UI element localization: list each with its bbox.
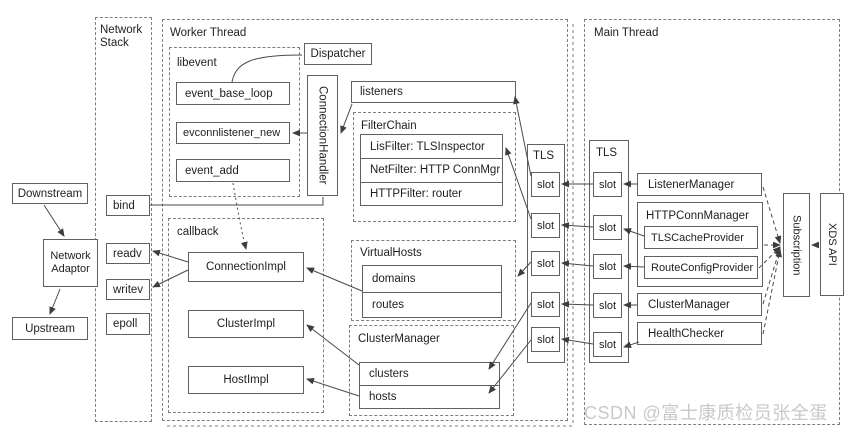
main-tls-slot-1: slot: [593, 172, 622, 197]
callback-title: callback: [177, 226, 219, 238]
lisfilter-row: LisFilter: TLSInspector: [370, 140, 485, 153]
http-conn-manager-title: HTTPConnManager: [646, 210, 749, 222]
tls-cache-provider-node: TLSCacheProvider: [644, 226, 758, 249]
worker-thread-title: Worker Thread: [170, 27, 247, 39]
clusters-row: clusters: [369, 368, 409, 380]
routes-row: routes: [363, 291, 501, 317]
downstream-to-adaptor-arrow: [43, 204, 65, 237]
main-thread-title: Main Thread: [594, 27, 659, 39]
filter-stack: LisFilter: TLSInspector NetFilter: HTTP …: [360, 134, 503, 206]
main-tls-slot-2: slot: [593, 215, 622, 240]
event-base-loop-node: event_base_loop: [176, 82, 290, 105]
dispatcher-node: Dispatcher: [304, 43, 372, 65]
domains-row: domains: [372, 272, 416, 285]
worker-tls-title: TLS: [533, 150, 555, 162]
health-checker-node: HealthChecker: [637, 322, 762, 345]
httpfilter-row: HTTPFilter: router: [361, 181, 502, 205]
main-tls-slot-5: slot: [593, 332, 622, 357]
event-add-node: event_add: [176, 159, 290, 182]
listeners-node: listeners: [351, 81, 516, 103]
hosts-row: hosts: [360, 385, 499, 408]
clusters-hosts-stack: clusters hosts: [359, 362, 500, 409]
network-adaptor-node: Network Adaptor: [43, 239, 98, 287]
writev-node: writev: [106, 279, 150, 300]
readv-node: readv: [106, 243, 150, 264]
evconnlistener-new-node: evconnlistener_new: [176, 122, 290, 144]
xds-api-node: XDS API: [820, 193, 844, 296]
main-tls-title: TLS: [596, 147, 618, 159]
connection-impl-node: ConnectionImpl: [188, 252, 304, 282]
downstream-node: Downstream: [12, 183, 88, 204]
csdn-watermark: CSDN @富士康质检员张全蛋: [584, 403, 828, 423]
filterchain-title: FilterChain: [361, 120, 417, 132]
epoll-node: epoll: [106, 313, 150, 335]
worker-tls-slot-2: slot: [531, 213, 560, 238]
adaptor-to-upstream-arrow: [49, 288, 61, 315]
libevent-title: libevent: [177, 57, 217, 69]
connection-handler-node: ConnectionHandler: [307, 75, 338, 196]
subscription-node: Subscription: [783, 193, 810, 297]
main-cluster-manager-node: ClusterManager: [637, 293, 762, 316]
virtualhosts-title: VirtualHosts: [360, 247, 422, 259]
worker-tls-slot-1: slot: [531, 172, 560, 197]
network-stack-container: Network Stack: [95, 17, 152, 422]
cluster-impl-node: ClusterImpl: [188, 310, 304, 338]
worker-clustermanager-title: ClusterManager: [358, 333, 440, 345]
main-tls-slot-3: slot: [593, 254, 622, 279]
route-config-provider-node: RouteConfigProvider: [644, 256, 758, 279]
host-impl-node: HostImpl: [188, 366, 304, 394]
upstream-node: Upstream: [12, 317, 88, 340]
netfilter-row: NetFilter: HTTP ConnMgr: [361, 158, 502, 181]
worker-tls-slot-5: slot: [531, 327, 560, 352]
bind-node: bind: [106, 195, 150, 216]
listener-manager-node: ListenerManager: [637, 173, 762, 196]
worker-tls-slot-4: slot: [531, 292, 560, 317]
worker-thread-container: Worker Thread: [162, 19, 568, 421]
main-tls-slot-4: slot: [593, 293, 622, 318]
worker-tls-slot-3: slot: [531, 251, 560, 276]
virtualhosts-stack: domains routes: [362, 265, 502, 318]
network-stack-title: Network Stack: [100, 24, 143, 49]
